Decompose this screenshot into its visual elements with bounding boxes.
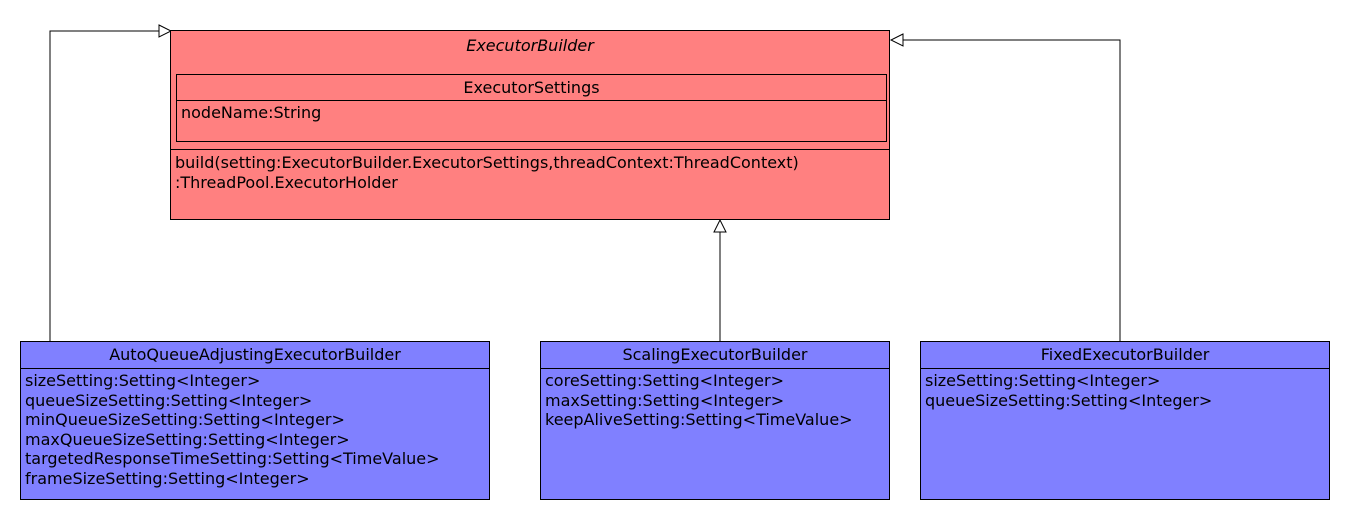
generalization-line-auto-queue	[49, 30, 160, 341]
generalization-line-fixed	[902, 39, 1121, 341]
executor-builder-title: ExecutorBuilder	[466, 36, 594, 55]
attribute: sizeSetting:Setting<Integer>	[25, 371, 261, 390]
scaling-title: ScalingExecutorBuilder	[622, 345, 808, 364]
generalization-arrowhead-auto-queue	[158, 24, 173, 38]
attribute: maxQueueSizeSetting:Setting<Integer>	[25, 429, 350, 449]
attribute: queueSizeSetting:Setting<Integer>	[25, 390, 313, 410]
attribute: sizeSetting:Setting<Integer>	[925, 371, 1161, 390]
auto-queue-attributes: sizeSetting:Setting<Integer> queueSizeSe…	[21, 368, 489, 490]
fixed-executor-builder-class[interactable]: FixedExecutorBuilder sizeSetting:Setting…	[920, 341, 1330, 500]
generalization-arrowhead-scaling	[713, 218, 727, 233]
operation: build(setting:ExecutorBuilder.ExecutorSe…	[175, 153, 799, 172]
attribute: nodeName:String	[181, 103, 322, 122]
executor-builder-class[interactable]: ExecutorBuilder ExecutorSettings nodeNam…	[170, 30, 890, 220]
generalization-arrowhead-fixed	[889, 33, 904, 47]
attribute: maxSetting:Setting<Integer>	[545, 390, 785, 410]
attribute: queueSizeSetting:Setting<Integer>	[925, 390, 1213, 410]
fixed-title: FixedExecutorBuilder	[1040, 345, 1210, 364]
executor-builder-operations: build(setting:ExecutorBuilder.ExecutorSe…	[171, 149, 889, 194]
executor-settings-title: ExecutorSettings	[463, 78, 600, 97]
executor-settings-class[interactable]: ExecutorSettings nodeName:String	[176, 74, 887, 142]
executor-settings-attributes: nodeName:String	[177, 100, 886, 125]
attribute: targetedResponseTimeSetting:Setting<Time…	[25, 449, 440, 468]
attribute: minQueueSizeSetting:Setting<Integer>	[25, 410, 345, 429]
scaling-executor-builder-class[interactable]: ScalingExecutorBuilder coreSetting:Setti…	[540, 341, 890, 500]
scaling-attributes: coreSetting:Setting<Integer> maxSetting:…	[541, 368, 889, 432]
auto-queue-adjusting-executor-builder-class[interactable]: AutoQueueAdjustingExecutorBuilder sizeSe…	[20, 341, 490, 500]
attribute: keepAliveSetting:Setting<TimeValue>	[545, 410, 853, 429]
fixed-attributes: sizeSetting:Setting<Integer> queueSizeSe…	[921, 368, 1329, 412]
operation-return: :ThreadPool.ExecutorHolder	[175, 172, 398, 192]
auto-queue-title: AutoQueueAdjustingExecutorBuilder	[109, 345, 401, 364]
attribute: frameSizeSetting:Setting<Integer>	[25, 468, 310, 488]
attribute: coreSetting:Setting<Integer>	[545, 371, 784, 390]
